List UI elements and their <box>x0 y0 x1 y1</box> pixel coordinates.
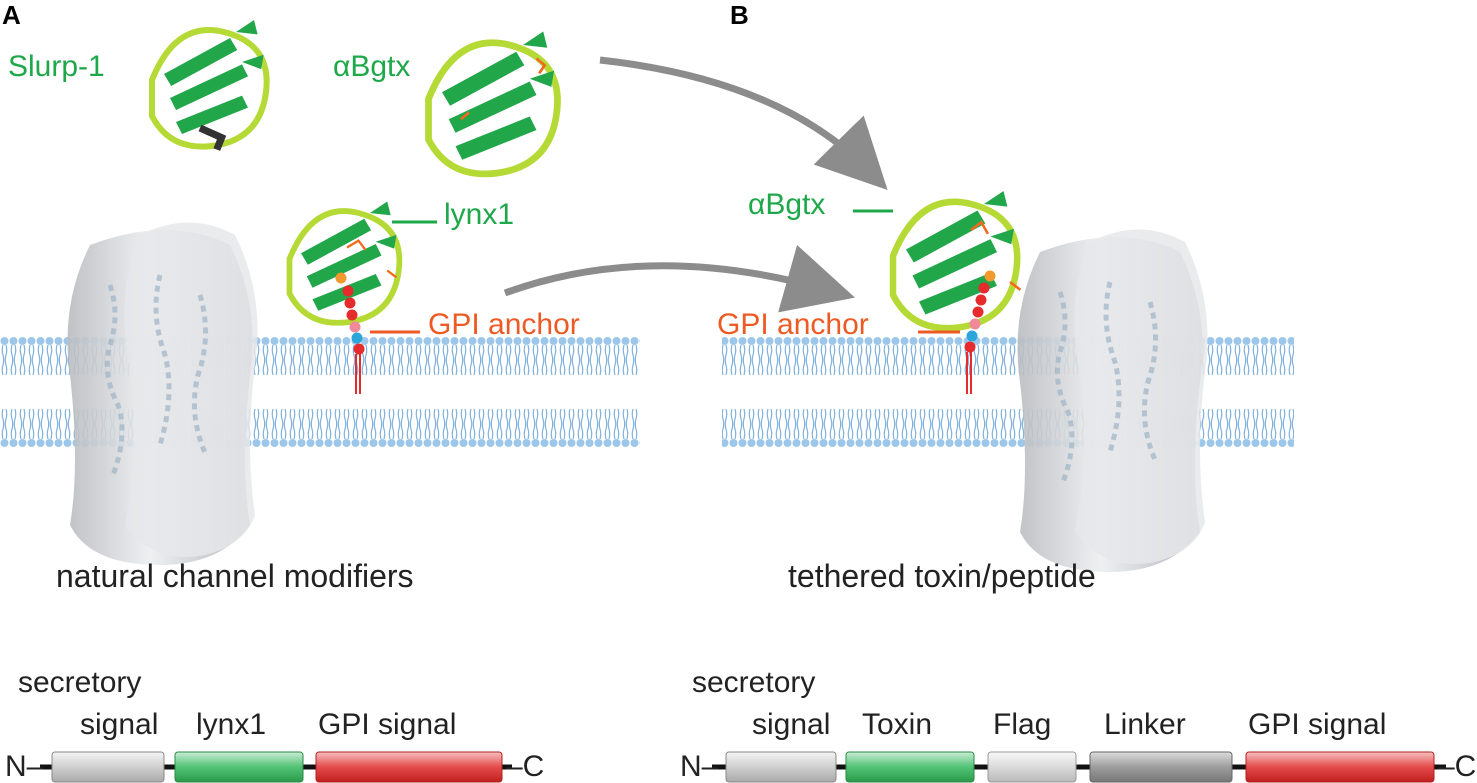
membrane-bilayer-b <box>722 335 1294 447</box>
panel-b-letter: B <box>730 0 749 30</box>
construct-b-toxin-label: Toxin <box>862 708 933 741</box>
construct-a-segment-secretory-signal <box>51 751 165 783</box>
abgtx-tethered-label: αBgtx <box>748 188 826 221</box>
construct-b-segment-gpi-signal <box>1245 751 1435 783</box>
arrow-abgtx-to-tethered <box>599 56 888 191</box>
construct-b-segment-flag <box>987 751 1077 783</box>
construct-b-segment-toxin <box>845 751 975 783</box>
slurp1-label: Slurp-1 <box>8 50 105 83</box>
construct-a-secretory-line1: secretory <box>18 666 142 699</box>
gpi-anchor-b <box>964 270 996 394</box>
construct-b-secretory-line1: secretory <box>692 666 816 699</box>
construct-a-lynx1-label: lynx1 <box>196 708 267 741</box>
construct-b <box>712 751 1446 783</box>
construct-a-segment-lynx1 <box>174 751 304 783</box>
gpi-anchor-label-b: GPI anchor <box>717 308 869 341</box>
construct-b-linker-label: Linker <box>1104 708 1186 741</box>
ion-channel-a <box>68 223 258 566</box>
lynx1-label: lynx1 <box>444 198 515 231</box>
gpi-anchor-a <box>335 272 365 394</box>
construct-a-secretory-line2: signal <box>80 708 159 741</box>
construct-a-c-terminus: –C <box>506 750 545 783</box>
construct-b-c-terminus: –C <box>1438 750 1477 783</box>
tethered-abgtx-structure <box>893 191 1022 328</box>
construct-b-secretory-line2: signal <box>752 708 831 741</box>
construct-b-gpi-label: GPI signal <box>1248 708 1387 741</box>
construct-b-n-terminus: N– <box>680 750 719 783</box>
gpi-anchor-label-a: GPI anchor <box>428 308 580 341</box>
arrow-gpi-to-tethered <box>503 244 855 313</box>
construct-a-n-terminus: N– <box>5 750 44 783</box>
lynx1-structure <box>290 202 400 323</box>
construct-a-segment-gpi-signal <box>315 751 503 783</box>
panel-b-graphics <box>722 191 1294 572</box>
construct-a <box>40 751 512 783</box>
abgtx-free-label: αBgtx <box>333 50 411 83</box>
panel-a-graphics <box>0 20 640 565</box>
construct-b-segment-linker <box>1089 751 1233 783</box>
caption-a: natural channel modifiers <box>56 558 414 594</box>
caption-b: tethered toxin/peptide <box>788 558 1096 594</box>
construct-a-gpi-label: GPI signal <box>318 708 457 741</box>
construct-b-segment-secretory-signal <box>725 751 837 783</box>
panel-a-letter: A <box>2 0 21 30</box>
construct-b-flag-label: Flag <box>993 708 1052 741</box>
ion-channel-b <box>1018 230 1208 573</box>
slurp1-structure <box>152 20 267 151</box>
abgtx-structure-free <box>429 32 558 174</box>
